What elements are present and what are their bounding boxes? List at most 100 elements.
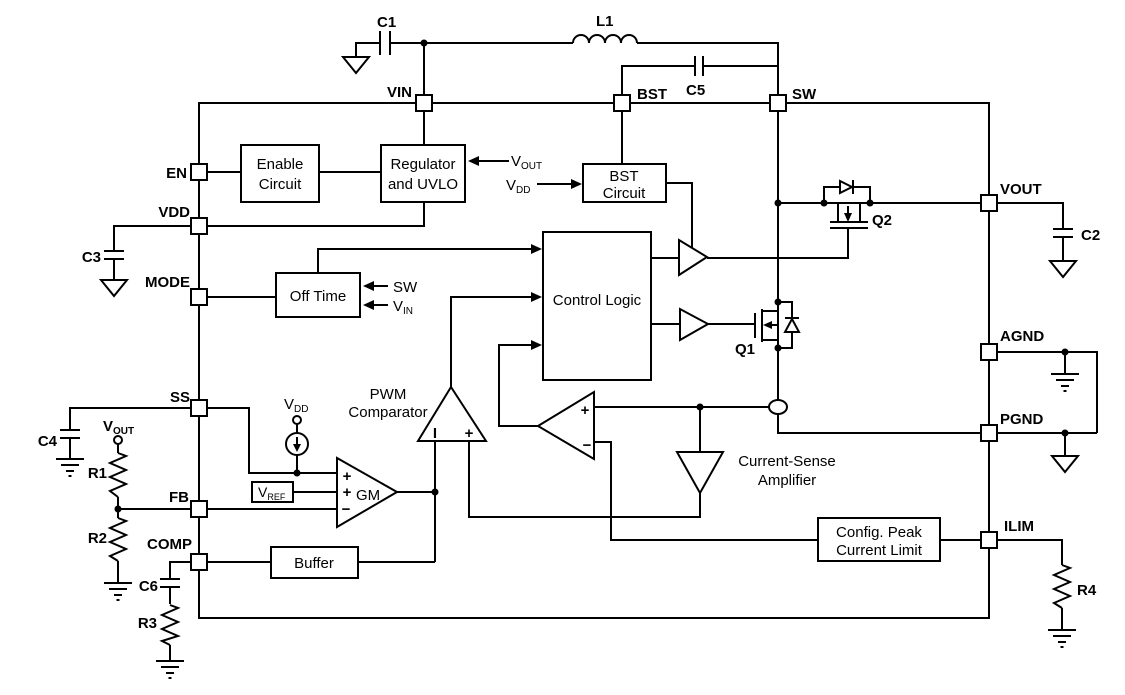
label-c4: C4 [38,433,58,450]
resistor-r4 [1051,564,1073,609]
bst-circuit-label-1: BST [609,168,638,185]
pwm-plus-input: + [465,425,474,442]
limit-comp-minus: − [583,437,592,454]
pin-comp [190,553,208,571]
vdd-signal-label: VDD [506,177,530,196]
vdd-terminal [292,415,302,425]
label-c6: C6 [139,578,158,595]
pin-label-sw: SW [792,86,817,103]
ground-symbol-agnd [1051,373,1079,392]
vout-signal-label: VOUT [511,153,542,172]
ground-symbol-r4 [1048,629,1076,648]
current-limit-comparator [536,390,595,461]
enable-circuit-label-1: Enable [257,156,304,173]
regulator-uvlo-block [380,144,466,203]
gm-plus1: + [343,468,352,485]
pin-mode [190,288,208,306]
bst-circuit-block [582,163,667,203]
vout-terminal [113,435,123,445]
pin-label-agnd: AGND [1000,328,1044,345]
label-l1: L1 [596,13,614,30]
high-side-gate-driver [678,238,709,277]
resistor-r2 [107,517,129,562]
off-time-label: Off Time [290,288,346,305]
gm-minus: − [342,501,351,518]
wires-top-external [355,42,779,94]
vref-box [251,481,294,503]
bst-circuit-label-2: Circuit [603,185,646,202]
off-time-block [275,272,361,318]
label-c3: C3 [82,249,101,266]
pin-agnd [980,343,998,361]
control-logic-label: Control Logic [553,292,642,309]
pin-label-pgnd: PGND [1000,411,1044,428]
current-sense-label-1: Current-Sense [738,453,836,470]
pin-label-mode: MODE [145,274,190,291]
regulator-label-1: Regulator [390,156,455,173]
pin-ilim [980,531,998,549]
buffer-block [270,546,359,579]
pin-vin [415,94,433,112]
current-sense-label-2: Amplifier [758,472,816,489]
limit-comp-plus: + [581,402,590,419]
q1-body-diode [783,316,801,333]
pwm-comparator-label-1: PWM [370,386,407,403]
pin-label-en: EN [166,165,187,182]
sw-signal-label: SW [393,279,418,296]
current-source-arrow [293,444,301,452]
pin-fb [190,500,208,518]
ground-symbol-r3 [156,660,184,679]
config-peak-current-limit-block [817,517,941,562]
resistor-r3 [159,604,181,646]
pin-label-ss: SS [170,389,190,406]
pwm-comparator [416,385,488,442]
gm-plus2: + [343,484,352,501]
regulator-label-2: and UVLO [388,176,458,193]
pin-ss [190,399,208,417]
pin-vout [980,194,998,212]
ground-symbol-r2 [104,582,132,601]
config-limit-label-2: Current Limit [836,542,923,559]
control-logic-block [542,231,652,381]
label-r4: R4 [1077,582,1097,599]
label-q2: Q2 [872,212,892,229]
label-q1: Q1 [735,341,755,358]
enable-circuit-label-2: Circuit [259,176,302,193]
pin-label-vdd: VDD [158,204,190,221]
pwm-i-input: I [433,425,437,442]
ground-symbol-c2 [1047,260,1079,279]
gm-label: GM [356,487,380,504]
label-c5: C5 [686,82,705,99]
pin-bst [613,94,631,112]
mosfet-q2 [823,179,871,229]
vout-divider-label: VOUT [103,418,134,437]
label-c1: C1 [377,14,396,31]
pin-label-vout: VOUT [1000,181,1042,198]
pin-label-ilim: ILIM [1004,518,1034,535]
label-r3: R3 [138,615,157,632]
capacitor-plates [60,31,1073,588]
current-sense-amplifier-triangle [675,451,725,496]
gm-amplifier [336,456,400,529]
pwm-comparator-label-2: Comparator [348,404,427,421]
ground-symbol-c3 [98,279,130,298]
ground-symbol-c4 [56,458,84,477]
pin-vdd [190,217,208,235]
config-limit-label-1: Config. Peak [836,524,922,541]
pin-label-bst: BST [637,86,667,103]
q1-arrow [763,321,772,329]
vdd-current-source-label: VDD [284,396,308,415]
label-r2: R2 [88,530,107,547]
buffer-label: Buffer [294,555,334,572]
pin-pgnd [980,424,998,442]
mosfet-q1 [754,301,801,349]
vin-signal-label: VIN [393,298,413,317]
pin-label-vin: VIN [387,84,412,101]
ground-symbol-pgnd [1049,455,1081,474]
pin-label-fb: FB [169,489,189,506]
low-side-gate-driver [679,307,711,342]
q2-arrow [844,213,852,222]
label-c2: C2 [1081,227,1100,244]
